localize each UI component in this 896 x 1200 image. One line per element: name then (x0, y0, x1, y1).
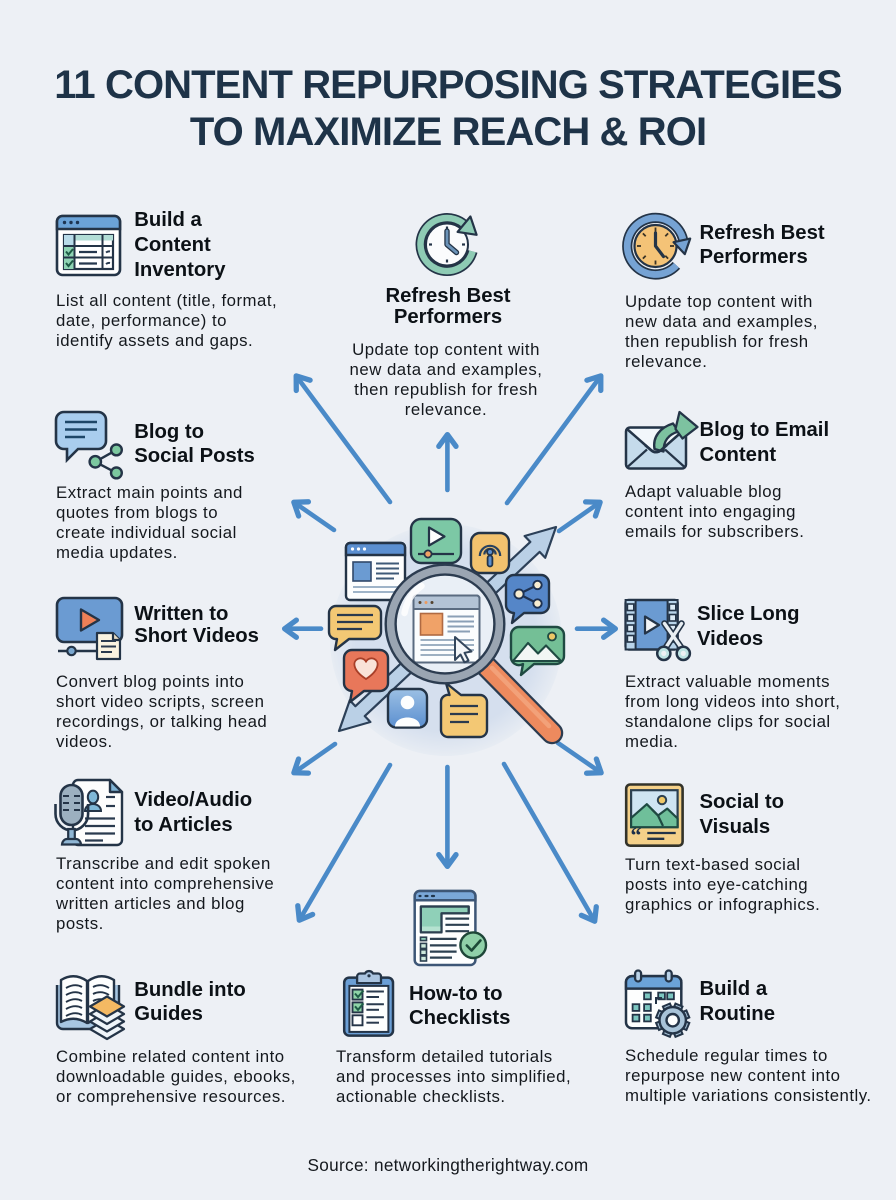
svg-text:“: “ (631, 823, 642, 848)
